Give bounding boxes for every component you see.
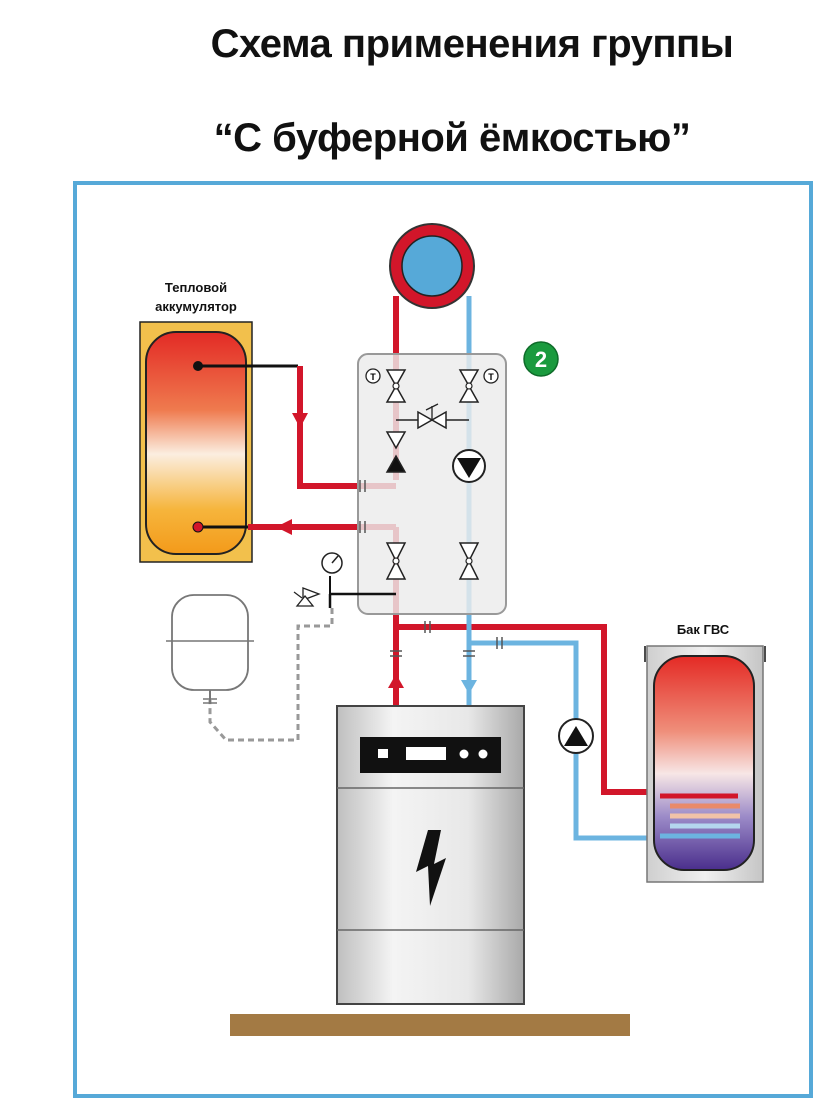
diagram-frame (73, 181, 813, 1098)
circulation-pump-icon (452, 449, 486, 483)
pipe-fittings (359, 480, 503, 657)
dhw-tank-label: Бак ГВС (677, 622, 730, 637)
bypass-valve (417, 403, 447, 430)
thermometer-return-icon: T (483, 368, 499, 384)
ball-valve-return-top (458, 369, 480, 403)
ball-valve-supply-top (385, 369, 407, 403)
dhw-tank (644, 645, 766, 883)
lightning-icon (416, 830, 446, 906)
check-valve (385, 431, 407, 473)
expansion-vessel (166, 594, 254, 704)
ball-valve-supply-bottom (385, 542, 407, 580)
dhw-pump-icon (558, 718, 594, 754)
group-number-badge: 2 (523, 341, 559, 377)
diagram-title-line1: Схема применения группы (210, 22, 734, 66)
pressure-gauge-icon (321, 552, 343, 574)
safety-valve-icon (293, 587, 321, 607)
expansion-hose (208, 608, 334, 742)
svg-text:T: T (370, 372, 376, 382)
accumulator-label-line1: Тепловой (165, 280, 227, 295)
ball-valve-return-bottom (458, 542, 480, 580)
flow-arrows (276, 413, 477, 694)
svg-text:T: T (488, 372, 494, 382)
radiator-circle (389, 223, 475, 309)
diagram-title-line2: “С буферной ёмкостью” (213, 116, 691, 160)
safety-group (328, 576, 396, 608)
floor-base (230, 1014, 630, 1036)
electric-boiler (336, 705, 525, 1005)
thermometer-supply-icon: T (365, 368, 381, 384)
accumulator-label-line2: аккумулятор (155, 299, 237, 314)
group-number: 2 (535, 347, 547, 372)
pump-group-panel (357, 353, 507, 615)
heat-accumulator (139, 321, 298, 563)
